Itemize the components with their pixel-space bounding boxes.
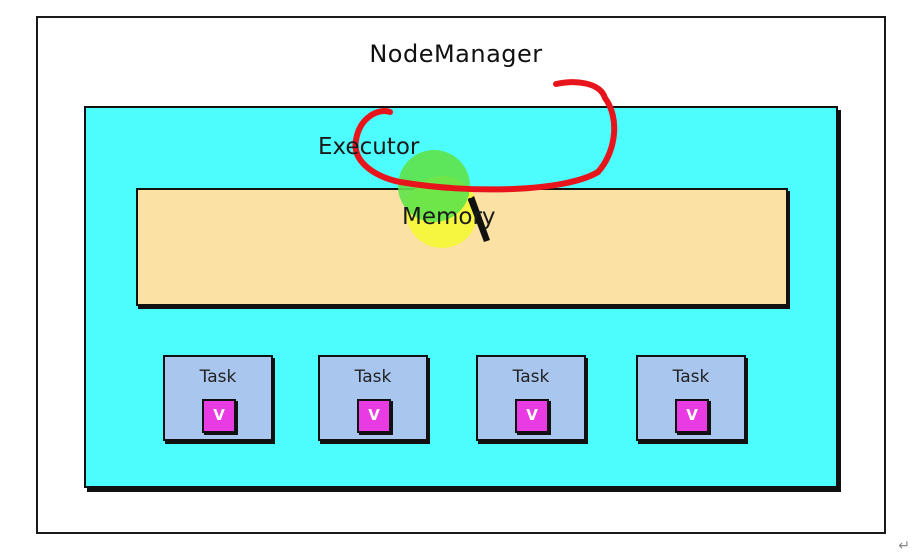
task-box: Task V <box>163 355 273 441</box>
task-slot-label: V <box>526 406 538 424</box>
return-mark: ↵ <box>898 538 910 554</box>
task-slot: V <box>202 399 236 433</box>
task-slot-label: V <box>368 406 380 424</box>
executor-label: Executor <box>318 134 420 160</box>
memory-label: Memory <box>402 204 496 230</box>
task-label: Task <box>199 367 237 387</box>
task-slot: V <box>357 399 391 433</box>
task-label: Task <box>672 367 710 387</box>
task-slot: V <box>675 399 709 433</box>
task-slot: V <box>515 399 549 433</box>
task-box: Task V <box>318 355 428 441</box>
task-box: Task V <box>636 355 746 441</box>
nodemanager-title: NodeManager <box>369 40 543 68</box>
task-slot-label: V <box>686 406 698 424</box>
task-label: Task <box>354 367 392 387</box>
task-slot-label: V <box>213 406 225 424</box>
task-label: Task <box>512 367 550 387</box>
task-box: Task V <box>476 355 586 441</box>
